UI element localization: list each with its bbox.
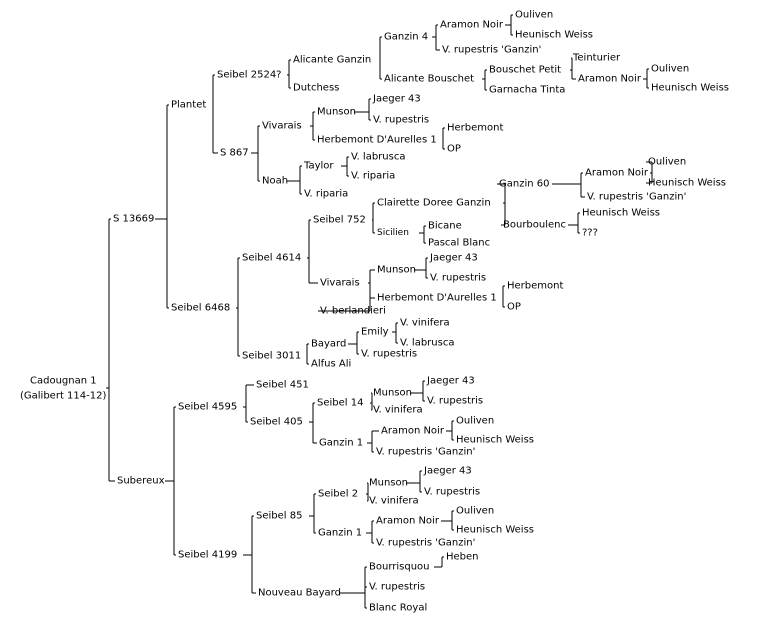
node-label-v-labrusca: V. labrusca xyxy=(400,338,454,349)
node-label-aramon-noir: Aramon Noir xyxy=(381,426,445,437)
node-label-bourrisquou: Bourrisquou xyxy=(369,562,430,573)
node-label-heunisch-weiss: Heunisch Weiss xyxy=(648,178,726,189)
node-label-seibel-4614: Seibel 4614 xyxy=(242,253,301,264)
node-label-seibel-405: Seibel 405 xyxy=(250,417,303,428)
node-label-munson: Munson xyxy=(377,265,416,276)
node-label-v-berlandieri: V. berlandieri xyxy=(320,306,386,317)
node-label-ganzin-1: Ganzin 1 xyxy=(318,528,362,539)
node-label-bayard: Bayard xyxy=(311,339,346,350)
node-label-ouliven: Ouliven xyxy=(515,10,553,21)
node-label-seibel-2524: Seibel 2524? xyxy=(217,70,282,81)
node-label-herbemont-d-aurelles-1: Herbemont D'Aurelles 1 xyxy=(317,135,437,146)
node-label-heunisch-weiss: Heunisch Weiss xyxy=(456,525,534,536)
node-label-s-13669: S 13669 xyxy=(113,214,154,225)
node-label-herbemont: Herbemont xyxy=(507,281,563,292)
node-label-v-rupestris: V. rupestris xyxy=(430,273,486,284)
node-label-v-rupestris-ganzin: V. rupestris 'Ganzin' xyxy=(442,45,541,56)
node-label-op: OP xyxy=(447,144,461,155)
node-label-munson: Munson xyxy=(369,478,408,489)
node-label-seibel-752: Seibel 752 xyxy=(313,215,366,226)
node-label-aramon-noir: Aramon Noir xyxy=(585,168,649,179)
node-label-munson: Munson xyxy=(373,388,412,399)
node-label-v-rupestris-ganzin: V. rupestris 'Ganzin' xyxy=(376,447,475,458)
node-label-herbemont-d-aurelles-1: Herbemont D'Aurelles 1 xyxy=(377,293,497,304)
node-label-v-vinifera: V. vinifera xyxy=(369,496,419,507)
node-label-v-vinifera: V. vinifera xyxy=(373,405,423,416)
node-label-seibel-4595: Seibel 4595 xyxy=(178,402,237,413)
node-label-heunisch-weiss: Heunisch Weiss xyxy=(582,208,660,219)
node-label-heunisch-weiss: Heunisch Weiss xyxy=(515,30,593,41)
node-label-bourboulenc: Bourboulenc xyxy=(503,220,566,231)
node-label-ganzin-60: Ganzin 60 xyxy=(499,179,549,190)
node-label-heunisch-weiss: Heunisch Weiss xyxy=(456,435,534,446)
node-label-seibel-4199: Seibel 4199 xyxy=(178,550,237,561)
node-label-seibel-3011: Seibel 3011 xyxy=(242,351,301,362)
node-label-heunisch-weiss: Heunisch Weiss xyxy=(651,83,729,94)
node-label-v-rupestris-ganzin: V. rupestris 'Ganzin' xyxy=(376,538,475,549)
node-label-alfus-ali: Alfus Ali xyxy=(311,359,351,370)
node-label-v-labrusca: V. labrusca xyxy=(351,152,405,163)
node-label-seibel-451: Seibel 451 xyxy=(256,380,309,391)
node-label-v-rupestris: V. rupestris xyxy=(424,487,480,498)
node-label-aramon-noir: Aramon Noir xyxy=(440,20,504,31)
node-label-emily: Emily xyxy=(361,327,389,338)
node-label-nouveau-bayard: Nouveau Bayard xyxy=(258,588,341,599)
node-label-seibel-2: Seibel 2 xyxy=(318,489,358,500)
node-label-node: ??? xyxy=(582,228,598,239)
node-sublabel-root: (Galibert 114-12) xyxy=(20,391,106,402)
node-label-sicilien: Sicilien xyxy=(377,228,409,238)
node-label-seibel-6468: Seibel 6468 xyxy=(171,303,230,314)
node-label-seibel-85: Seibel 85 xyxy=(256,511,302,522)
node-label-aramon-noir: Aramon Noir xyxy=(376,516,440,527)
node-label-op: OP xyxy=(507,302,521,313)
node-label-ouliven: Ouliven xyxy=(456,416,494,427)
node-label-jaeger-43: Jaeger 43 xyxy=(423,466,472,477)
node-label-vivarais: Vivarais xyxy=(262,121,302,132)
node-label-root: Cadougnan 1 xyxy=(30,376,97,387)
node-label-v-rupestris: V. rupestris xyxy=(361,349,417,360)
node-label-ouliven: Ouliven xyxy=(651,64,689,75)
node-label-dutchess: Dutchess xyxy=(293,83,339,94)
node-label-pascal-blanc: Pascal Blanc xyxy=(428,238,490,249)
node-label-herbemont: Herbemont xyxy=(447,123,503,134)
node-label-aramon-noir: Aramon Noir xyxy=(578,74,642,85)
node-label-v-rupestris: V. rupestris xyxy=(369,582,425,593)
node-label-vivarais: Vivarais xyxy=(320,278,360,289)
node-label-alicante-bouschet: Alicante Bouschet xyxy=(384,74,474,85)
node-label-jaeger-43: Jaeger 43 xyxy=(372,94,421,105)
node-label-v-rupestris: V. rupestris xyxy=(427,396,483,407)
node-label-jaeger-43: Jaeger 43 xyxy=(426,376,475,387)
node-label-subereux: Subereux xyxy=(117,476,165,487)
node-label-taylor: Taylor xyxy=(303,161,334,172)
node-label-v-vinifera: V. vinifera xyxy=(400,318,450,329)
node-label-munson: Munson xyxy=(317,107,356,118)
node-label-v-riparia: V. riparia xyxy=(304,189,348,200)
node-label-heben: Heben xyxy=(446,552,479,563)
node-label-noah: Noah xyxy=(262,176,288,187)
node-label-jaeger-43: Jaeger 43 xyxy=(429,253,478,264)
node-label-clairette-doree-ganzin: Clairette Doree Ganzin xyxy=(377,198,491,209)
node-label-v-rupestris: V. rupestris xyxy=(373,115,429,126)
node-label-garnacha-tinta: Garnacha Tinta xyxy=(489,85,565,96)
node-label-teinturier: Teinturier xyxy=(572,53,621,64)
node-label-ouliven: Ouliven xyxy=(648,157,686,168)
node-label-bouschet-petit: Bouschet Petit xyxy=(489,65,561,76)
node-label-bicane: Bicane xyxy=(428,221,462,232)
node-label-blanc-royal: Blanc Royal xyxy=(369,603,427,614)
node-label-ganzin-4: Ganzin 4 xyxy=(384,32,428,43)
node-label-v-rupestris-ganzin: V. rupestris 'Ganzin' xyxy=(587,192,686,203)
node-label-alicante-ganzin: Alicante Ganzin xyxy=(293,55,371,66)
node-label-ganzin-1: Ganzin 1 xyxy=(319,438,363,449)
node-label-s-867: S 867 xyxy=(220,148,249,159)
node-label-ouliven: Ouliven xyxy=(456,506,494,517)
node-label-plantet: Plantet xyxy=(171,100,206,111)
node-label-seibel-14: Seibel 14 xyxy=(317,398,363,409)
node-label-v-riparia: V. riparia xyxy=(351,171,395,182)
